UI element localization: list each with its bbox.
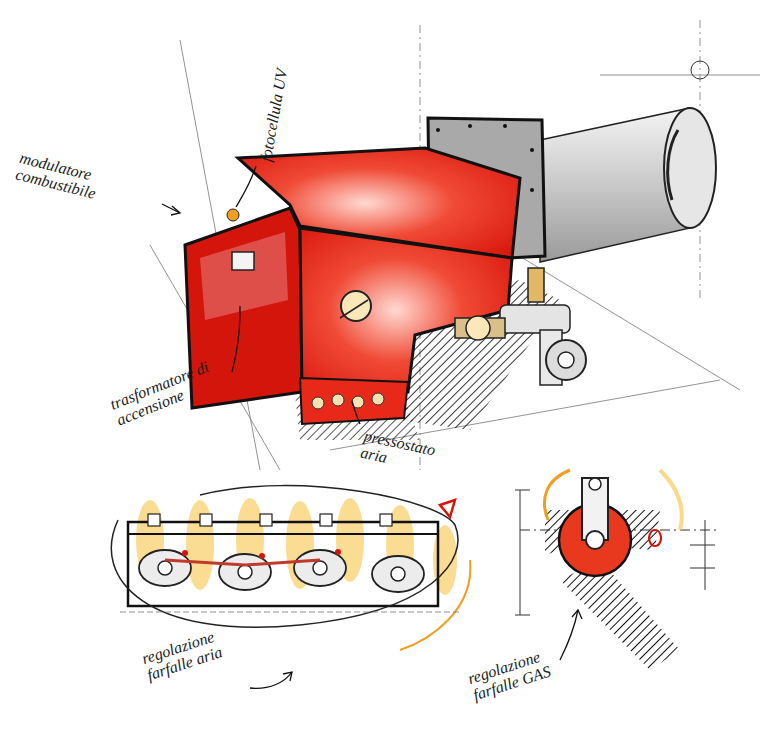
part-label: regolazione farfalle aria [140,617,257,684]
part-label: trasformatore di accensione [108,356,224,429]
part-label: regolazione farfalle GAS [466,636,589,704]
part-label: fotocellula UV [258,46,295,163]
part-label: pressostato aria [359,428,460,481]
part-label: modulatore combustibile [14,150,129,209]
